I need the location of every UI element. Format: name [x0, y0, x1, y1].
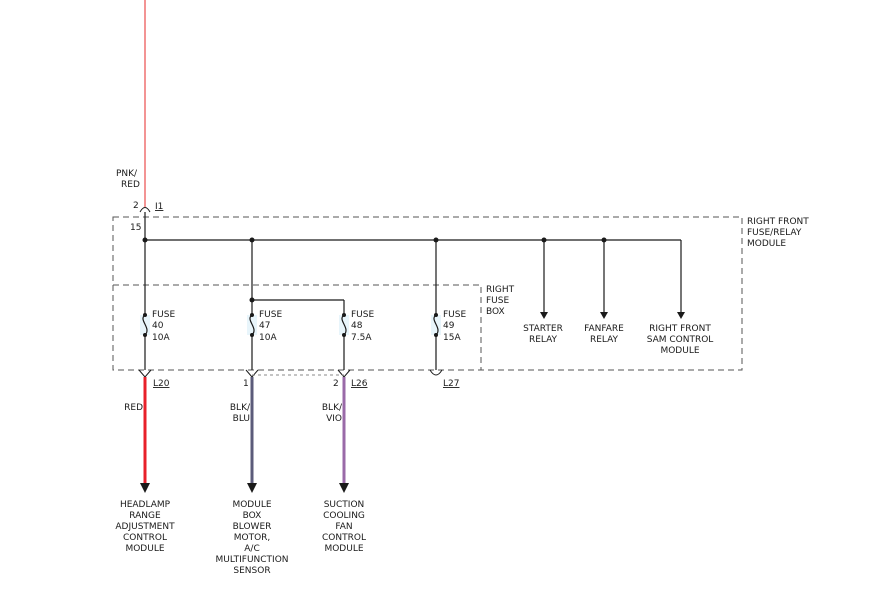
- fuse-box-label-3: BOX: [486, 307, 505, 317]
- connector-symbol: [429, 369, 443, 376]
- pin-2: 2: [333, 379, 339, 389]
- connector-symbol: [138, 369, 152, 378]
- starter-relay-label-2: RELAY: [529, 335, 558, 345]
- top-wire-connector: I1: [155, 202, 163, 212]
- dest-module-box-3: BLOWER: [233, 522, 272, 532]
- arrow-down-icon: [339, 483, 349, 493]
- dest-headlamp-4: CONTROL: [123, 533, 167, 543]
- fanfare-relay-label-2: RELAY: [590, 335, 619, 345]
- sam-label-1: RIGHT FRONT: [649, 324, 711, 334]
- dest-headlamp-3: ADJUSTMENT: [115, 522, 175, 532]
- fuse-47-rating: 10A: [259, 333, 277, 343]
- dest-suction-2: COOLING: [323, 511, 365, 521]
- dest-module-box-6: MULTIFUNCTION: [215, 555, 288, 565]
- fuse-49-number: 49: [443, 321, 455, 331]
- arrow-down-icon: [540, 312, 548, 319]
- fuse-48-number: 48: [351, 321, 363, 331]
- fuse-box-label-1: RIGHT: [486, 285, 515, 295]
- module-label-2: FUSE/RELAY: [747, 228, 802, 238]
- right-front-fuse-relay-module-box: [112, 216, 743, 371]
- dest-suction-1: SUCTION: [324, 500, 365, 510]
- dest-suction-3: FAN: [335, 522, 352, 532]
- wire-color-blk-vio-1: BLK/: [322, 403, 343, 413]
- fuse-symbol: [431, 313, 441, 337]
- arrow-down-icon: [247, 483, 257, 493]
- dest-headlamp-5: MODULE: [125, 544, 164, 554]
- fuse-symbol: [140, 313, 150, 337]
- fuse-49-rating: 15A: [443, 333, 461, 343]
- dest-module-box-2: BOX: [243, 511, 262, 521]
- dest-suction-4: CONTROL: [322, 533, 366, 543]
- fuse-40-rating: 10A: [152, 333, 170, 343]
- connector-l27: L27: [443, 379, 459, 389]
- fuse-box-label-2: FUSE: [486, 296, 509, 306]
- dest-module-box-7: SENSOR: [233, 566, 270, 576]
- connector-i1-symbol: [139, 207, 151, 213]
- connector-l20: L20: [153, 379, 170, 389]
- fuse-47-label: FUSE: [259, 310, 282, 320]
- fuse-48-label: FUSE: [351, 310, 374, 320]
- fuse-47-number: 47: [259, 321, 270, 331]
- dest-headlamp-2: RANGE: [129, 511, 161, 521]
- dest-module-box-5: A/C: [244, 544, 259, 554]
- fuse-40-number: 40: [152, 321, 164, 331]
- fuse-symbol: [247, 313, 257, 337]
- dest-suction-5: MODULE: [324, 544, 363, 554]
- connector-l26: L26: [351, 379, 368, 389]
- wire-color-blk-blu-1: BLK/: [230, 403, 251, 413]
- connector-symbol: [245, 369, 259, 378]
- fanfare-relay-label-1: FANFARE: [584, 324, 624, 334]
- module-pin: 15: [130, 223, 141, 233]
- wire-color-red: RED: [124, 403, 143, 413]
- arrow-down-icon: [600, 312, 608, 319]
- wire-color-blk-vio-2: VIO: [326, 414, 342, 424]
- fuse-49-label: FUSE: [443, 310, 466, 320]
- sam-label-2: SAM CONTROL: [647, 335, 714, 345]
- dest-module-box-1: MODULE: [232, 500, 271, 510]
- right-fuse-box-boundary: [113, 284, 482, 370]
- top-wire-pin: 2: [133, 201, 139, 211]
- top-wire-color-1: PNK/: [116, 169, 138, 179]
- starter-relay-label-1: STARTER: [523, 324, 563, 334]
- module-label-1: RIGHT FRONT: [747, 217, 809, 227]
- arrow-down-icon: [677, 312, 685, 319]
- pin-1: 1: [243, 379, 249, 389]
- fuse-48-rating: 7.5A: [351, 333, 372, 343]
- splice-dot: [249, 297, 255, 303]
- dest-module-box-4: MOTOR,: [234, 533, 271, 543]
- sam-label-3: MODULE: [660, 346, 699, 356]
- top-wire-color-2: RED: [121, 180, 140, 190]
- connector-symbol: [337, 369, 351, 378]
- arrow-down-icon: [140, 483, 150, 493]
- module-label-3: MODULE: [747, 239, 786, 249]
- fuse-40-label: FUSE: [152, 310, 175, 320]
- dest-headlamp-1: HEADLAMP: [120, 500, 171, 510]
- wire-color-blk-blu-2: BLU: [233, 414, 250, 424]
- fuse-symbol: [339, 313, 349, 337]
